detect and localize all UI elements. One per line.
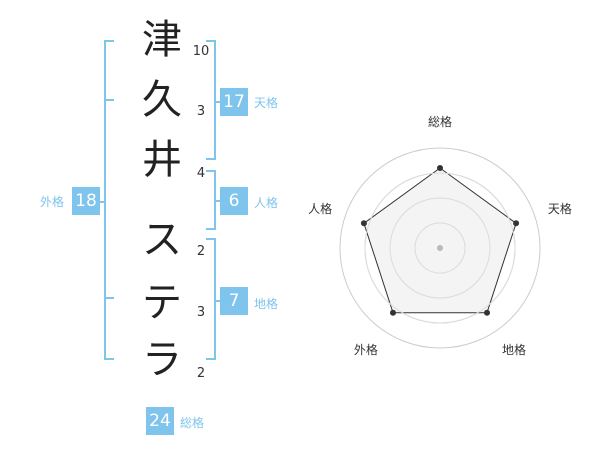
jinkaku-connector [214,200,222,202]
tenkaku-connector [214,101,222,103]
radar-center-dot [437,245,443,251]
tenkaku-bracket [206,40,216,160]
radar-point-3 [484,309,491,316]
stroke-count-3: 4 [196,166,206,181]
radar-grid-ring [389,197,491,299]
gaikaku-bracket-tick [104,99,114,101]
name-char-5: テ [142,280,182,326]
radar-point-2 [513,220,520,227]
stroke-count-5: 3 [196,305,206,320]
gaikaku-bracket [104,40,114,360]
radar-point-5 [360,220,367,227]
tenkaku-value: 17 [220,88,248,116]
name-char-1: 津 [142,17,182,63]
tenkaku-label: 天格 [254,96,279,110]
gaikaku-bracket-tick [104,297,114,299]
name-char-3: 井 [142,137,182,183]
soukaku-label: 総格 [180,416,205,430]
stroke-count-6: 2 [196,366,206,381]
gaikaku-label: 外格 [40,195,65,209]
radar-series-polygon [363,167,517,314]
jinkaku-label: 人格 [254,196,279,210]
radar-axis-label: 地格 [502,342,526,357]
stroke-count-1: 10 [192,44,210,59]
radar-grid-ring [414,222,466,274]
radar-axis-label: 総格 [428,114,452,129]
stroke-count-2: 3 [196,104,206,119]
radar-axis-label: 外格 [354,342,378,357]
radar-point-1 [437,165,443,171]
chikaku-label: 地格 [254,297,279,311]
name-char-4: ス [142,217,182,263]
gaikaku-value: 18 [72,187,100,215]
radar-grid-ring [339,147,541,349]
chikaku-bracket [206,238,216,360]
jinkaku-value: 6 [220,187,248,215]
gaikaku-connector [98,201,106,203]
radar-axis-label: 人格 [308,201,332,216]
radar-grid-ring [364,172,516,324]
soukaku-value: 24 [146,407,174,435]
chikaku-connector [214,300,222,302]
chikaku-value: 7 [220,287,248,315]
name-char-2: 久 [142,77,182,123]
radar-point-4 [389,309,396,316]
stroke-count-4: 2 [196,244,206,259]
name-char-6: ラ [142,337,182,383]
radar-axis-label: 天格 [548,201,572,216]
